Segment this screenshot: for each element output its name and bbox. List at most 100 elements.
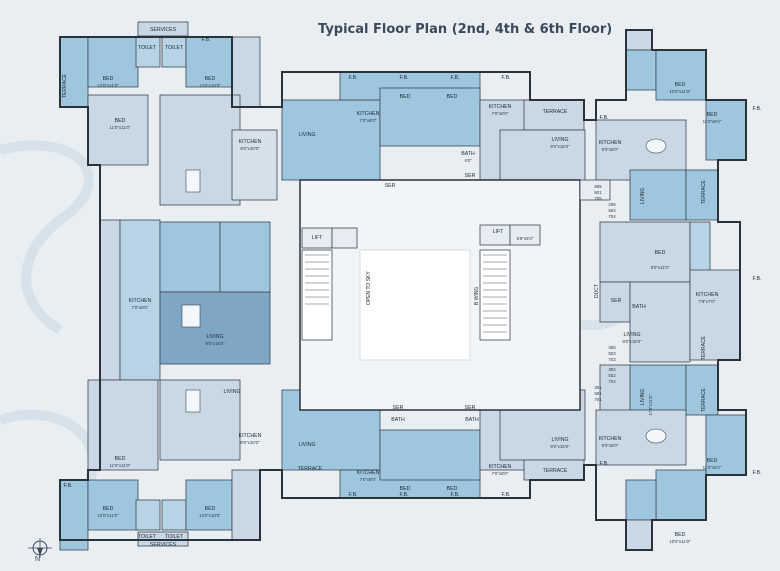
flat-num-3b: 503 [608, 351, 616, 356]
bed-dim-r3: 9'0"x11'0" [651, 265, 670, 270]
services-top-label: SERVICES [150, 27, 177, 33]
flat-num-1a: 805 [594, 184, 602, 189]
living-label-3: LIVING [298, 132, 315, 138]
bed-label-10: BED [447, 486, 458, 492]
bed-label-2: BED [205, 76, 216, 82]
kitchen-label-r1: KITCHEN [599, 140, 622, 146]
fb-label-9: F.B. [400, 492, 409, 498]
kitchen-dim-1: 8'0"x10'0" [240, 146, 260, 151]
kitchen-dim-4: 7'0"x8'0" [360, 118, 377, 123]
kitchen-label-2: KITCHEN [239, 433, 262, 439]
fb-label-13: F.B. [753, 106, 762, 112]
bed-dim-r4: 11'0"x9'4" [703, 465, 722, 470]
bed-label-4: BED [103, 506, 114, 512]
flat-num-2b: 504 [608, 208, 616, 213]
living-label-6: LIVING [551, 437, 568, 443]
bed-label-r5: BED [675, 532, 686, 538]
living-dim-6: 9'0"x15'0" [550, 444, 570, 449]
bed-label-r4: BED [707, 458, 718, 464]
flat-num-2c: 704 [608, 214, 616, 219]
bed-label-6: BED [115, 456, 126, 462]
bed-dim-5: 12'0"x10'0" [199, 513, 221, 518]
kitchen-dim-6: 7'0"x8'0" [360, 477, 377, 482]
bath-dim-1: 4'0" [464, 158, 472, 163]
bed-label-r2: BED [707, 112, 718, 118]
flat-num-3a: 306 [608, 345, 616, 350]
flat-num-2a: 206 [608, 202, 616, 207]
compass: N [26, 536, 54, 566]
lift-label-1: LIFT [312, 235, 323, 241]
fb-label-8: F.B. [349, 492, 358, 498]
kitchen-label-r3: KITCHEN [599, 436, 622, 442]
ser-label-4: SER [465, 405, 476, 411]
flat-num-4a: 302 [608, 367, 616, 372]
kitchen-dim-r3: 9'0"x8'0" [602, 443, 619, 448]
outer-wall [59, 29, 747, 551]
kitchen-label-1: KITCHEN [239, 139, 262, 145]
bed-label-r3: BED [655, 250, 666, 256]
compass-north-label: N [35, 556, 41, 563]
bed-dim-r2: 11'0"x9'4" [703, 119, 722, 124]
flat-num-5b: 501 [594, 391, 602, 396]
fb-label-11: F.B. [502, 492, 511, 498]
kitchen-label-6: KITCHEN [357, 470, 380, 476]
fb-label-10: F.B. [451, 492, 460, 498]
flat-num-4b: 502 [608, 373, 616, 378]
fb-label-5: F.B. [502, 75, 511, 81]
terrace-label-2: TERRACE [543, 468, 568, 474]
kitchen-dim-7: 7'0"x8'0" [492, 471, 509, 476]
fb-label-2: F.B. [349, 75, 358, 81]
furniture [181, 138, 667, 444]
core-area [299, 179, 581, 411]
kitchen-dim-r2: 7'9"x7'0" [699, 299, 716, 304]
ser-label-2: SER [465, 173, 476, 179]
bed-label-7: BED [400, 94, 411, 100]
flat-num-5a: 301 [594, 385, 602, 390]
ser-label-1: SER [385, 183, 396, 189]
bed-label-5: BED [205, 506, 216, 512]
living-label-r3: LIVING [640, 388, 646, 405]
living-dim-5: 9'0"x15'0" [550, 144, 570, 149]
bed-dim-3: 11'0"x11'0" [110, 125, 131, 130]
terrace-label-r1: TERRACE [701, 179, 707, 204]
labels: SERVICES SERVICES TOILET TOILET TOILET T… [62, 27, 761, 548]
unit-left-middle [99, 219, 271, 381]
unit-left-bottom [59, 379, 261, 551]
bed-dim-2: 12'0"x10'0" [199, 83, 221, 88]
kitchen-label-r2: KITCHEN [696, 292, 719, 298]
bed-label-9: BED [400, 486, 411, 492]
page-title: Typical Floor Plan (2nd, 4th & 6th Floor… [318, 22, 613, 37]
bath-label-1: BATH [461, 151, 475, 157]
living-label-r1: LIVING [640, 187, 646, 204]
fb-label-15: F.B. [753, 276, 762, 282]
living-label-r2: LIVING [623, 332, 640, 338]
bed-label-8: BED [447, 94, 458, 100]
duct-label: DUCT [594, 284, 600, 298]
fb-label-14: F.B. [753, 470, 762, 476]
kitchen-label-5: KITCHEN [489, 104, 512, 110]
flat-num-5c: 701 [594, 397, 602, 402]
living-label-1: LIVING [206, 334, 223, 340]
bed-label-3: BED [115, 118, 126, 124]
toilet-label-4: TOILET [165, 534, 184, 540]
bed-dim-1: 12'0"x11'0" [97, 83, 119, 88]
kitchen-dim-2: 8'0"x10'0" [240, 440, 260, 445]
flat-num-4c: 704 [608, 379, 616, 384]
living-label-4: LIVING [298, 442, 315, 448]
fb-label-7: F.B. [600, 461, 609, 467]
bath-label-3: BATH [391, 417, 405, 423]
toilet-label-1: TOILET [138, 45, 157, 51]
kitchen-dim-3: 7'0"x8'0" [132, 305, 149, 310]
open-to-sky-label: OPEN TO SKY [366, 271, 372, 305]
bed-label-1: BED [103, 76, 114, 82]
bed-label-r1: BED [675, 82, 686, 88]
flat-num-1b: 501 [594, 190, 602, 195]
bed-dim-r1: 10'0"x11'0" [669, 89, 691, 94]
b-wing-label: B WING [474, 287, 480, 305]
living-dim-1: 9'0"x15'0" [205, 341, 225, 346]
terrace-label-l1: TERRACE [62, 73, 68, 98]
flat-num-3c: 703 [608, 357, 616, 362]
fb-label-12: F.B. [64, 483, 73, 489]
